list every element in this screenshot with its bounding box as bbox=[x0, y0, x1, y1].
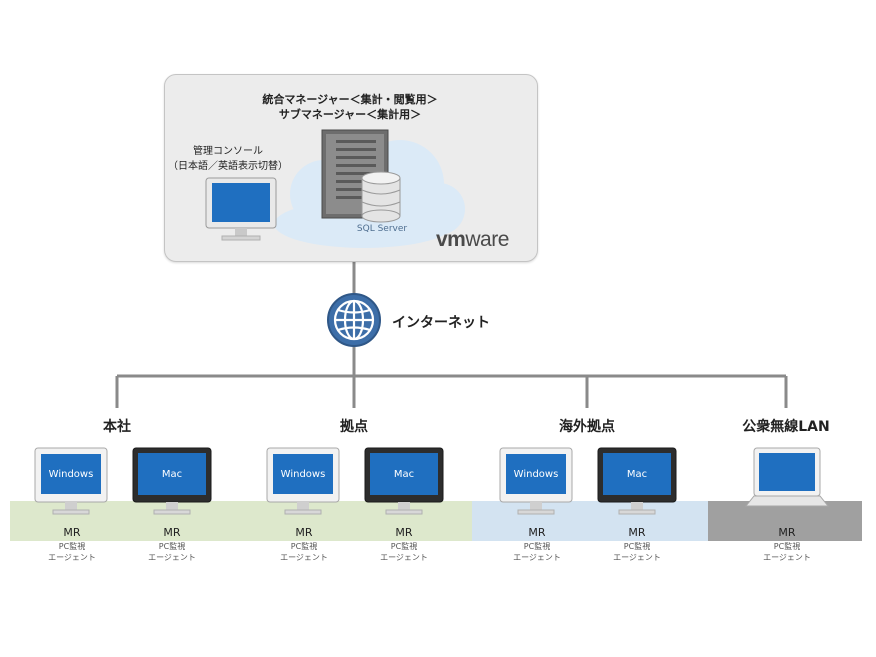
site-label-branch: 拠点 bbox=[340, 419, 368, 435]
device-mr-label: MR bbox=[528, 526, 546, 539]
windows-pc-icon bbox=[499, 447, 573, 515]
sql-server-label: SQL Server bbox=[356, 224, 408, 234]
device-screen-label: Windows bbox=[280, 469, 326, 480]
device-sub-label: エージェント bbox=[763, 553, 811, 562]
server-title-line1: 統合マネージャー＜集計・閲覧用＞ bbox=[262, 93, 438, 106]
device-screen-label: Mac bbox=[393, 469, 415, 480]
site-label-public-wifi: 公衆無線LAN bbox=[742, 419, 830, 435]
internet-label: インターネット bbox=[392, 315, 490, 331]
device-sub-label: エージェント bbox=[148, 553, 196, 562]
device-screen-label: Windows bbox=[48, 469, 94, 480]
device-sub-label: PC監視 bbox=[523, 542, 551, 551]
device-mr-label: MR bbox=[778, 526, 796, 539]
site-label-overseas: 海外拠点 bbox=[559, 419, 615, 435]
console-label-line2: （日本語／英語表示切替） bbox=[168, 161, 288, 172]
cloud-server-illustration bbox=[205, 129, 465, 248]
windows-pc-icon bbox=[34, 447, 108, 515]
site-label-headquarters: 本社 bbox=[103, 419, 131, 435]
device-screen-label: Mac bbox=[626, 469, 648, 480]
device-mr-label: MR bbox=[395, 526, 413, 539]
device-sub-label: エージェント bbox=[380, 553, 428, 562]
globe-icon bbox=[327, 293, 381, 347]
console-label-line1: 管理コンソール bbox=[193, 146, 263, 157]
device-sub-label: エージェント bbox=[613, 553, 661, 562]
device-screen-label: Windows bbox=[513, 469, 559, 480]
mac-pc-icon bbox=[364, 447, 444, 515]
band-domestic bbox=[10, 501, 472, 541]
device-mr-label: MR bbox=[295, 526, 313, 539]
band-public-wifi bbox=[708, 501, 862, 541]
device-sub-label: PC監視 bbox=[773, 542, 801, 551]
database-icon bbox=[361, 171, 401, 223]
console-monitor-icon bbox=[205, 177, 277, 241]
device-sub-label: エージェント bbox=[280, 553, 328, 562]
mac-pc-icon bbox=[597, 447, 677, 515]
device-screen-label: Mac bbox=[161, 469, 183, 480]
laptop-icon bbox=[744, 447, 830, 507]
mac-pc-icon bbox=[132, 447, 212, 515]
device-sub-label: PC監視 bbox=[158, 542, 186, 551]
device-mr-label: MR bbox=[163, 526, 181, 539]
device-mr-label: MR bbox=[628, 526, 646, 539]
device-sub-label: PC監視 bbox=[623, 542, 651, 551]
device-sub-label: エージェント bbox=[513, 553, 561, 562]
device-mr-label: MR bbox=[63, 526, 81, 539]
device-sub-label: エージェント bbox=[48, 553, 96, 562]
vmware-logo: vmware bbox=[436, 228, 509, 251]
device-sub-label: PC監視 bbox=[290, 542, 318, 551]
device-sub-label: PC監視 bbox=[390, 542, 418, 551]
windows-pc-icon bbox=[266, 447, 340, 515]
band-overseas bbox=[472, 501, 708, 541]
server-title-line2: サブマネージャー＜集計用＞ bbox=[278, 108, 422, 121]
device-sub-label: PC監視 bbox=[58, 542, 86, 551]
